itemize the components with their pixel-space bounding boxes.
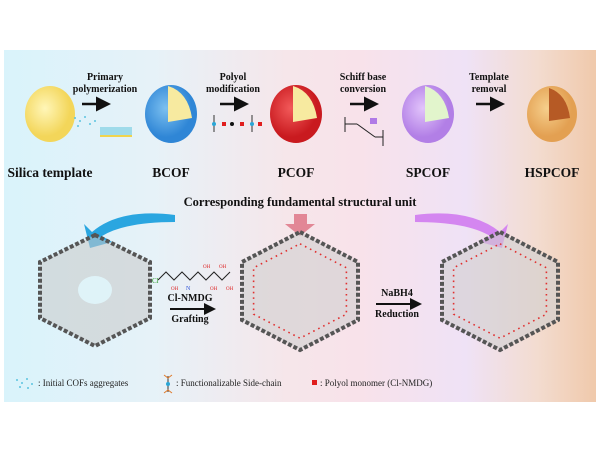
grafting-reagent: Cl-NMDG (168, 293, 213, 304)
side-chain-icon (212, 115, 262, 132)
hspcof-structural-unit (440, 229, 560, 353)
legend-label: : Functionalizable Side-chain (176, 378, 282, 388)
step-label: PCOF (278, 165, 315, 180)
arrow-label: Polyol (220, 72, 247, 83)
atom-label: Cl (152, 277, 159, 285)
pcof-sphere (270, 85, 322, 143)
side-chain-icon (163, 374, 173, 394)
step-label: HSPCOF (525, 165, 580, 180)
legend-label: : Initial COFs aggregates (38, 378, 129, 388)
spcof-sphere (402, 85, 454, 143)
imine-lock-icon (344, 117, 384, 146)
step-label: Silica template (7, 165, 92, 180)
atom-label: OH (203, 265, 211, 270)
section-title: Corresponding fundamental structural uni… (184, 195, 418, 209)
cl-nmdg-molecule: Cl N OH OH OH OH OH (152, 265, 234, 292)
atom-label: OH (210, 287, 218, 292)
arrow-polyol-modification: Polyol modification (206, 72, 262, 132)
arrow-label: conversion (340, 84, 387, 95)
atom-label: OH (219, 265, 227, 270)
atom-label: OH (171, 287, 179, 292)
bcof-structural-unit (38, 232, 152, 349)
arrow-template-removal: Template removal (469, 72, 509, 112)
reduction-label: Reduction (375, 309, 419, 320)
atom-label: N (186, 286, 191, 292)
hspcof-sphere (527, 86, 577, 142)
down-arrow-pink (285, 214, 315, 236)
arrow-label: modification (206, 84, 260, 95)
arrow-label: removal (472, 84, 507, 95)
step-label: SPCOF (406, 165, 450, 180)
step-label: BCOF (152, 165, 190, 180)
bcof-sphere (145, 85, 197, 143)
silica-template-sphere (25, 86, 75, 142)
atom-label: OH (226, 287, 234, 292)
legend: : Initial COFs aggregates : Functionaliz… (16, 374, 432, 394)
arrow-label: polymerization (73, 84, 138, 95)
polyol-monomer-icon (312, 380, 317, 385)
legend-label: : Polyol monomer (Cl-NMDG) (320, 378, 432, 388)
initial-cofs-aggregates-icon (74, 116, 96, 127)
arrow-primary-polymerization: Primary polymerization (73, 72, 138, 137)
reduction-reagent: NaBH4 (381, 288, 413, 299)
initial-cofs-aggregates-icon (16, 378, 33, 389)
pcof-structural-unit (240, 229, 360, 353)
arrow-label: Primary (87, 72, 123, 83)
arrow-label: Schiff base (340, 72, 387, 83)
grafting-label: Grafting (171, 314, 208, 325)
arrow-label: Template (469, 72, 509, 83)
arrow-schiff-base-conversion: Schiff base conversion (340, 72, 387, 146)
